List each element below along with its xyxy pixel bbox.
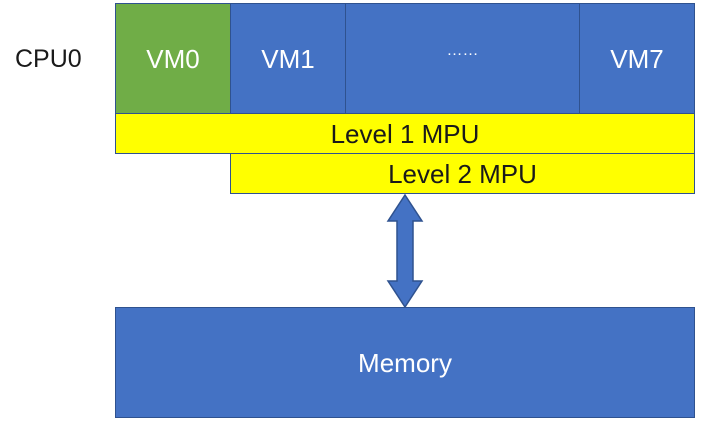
level2-mpu-label: Level 2 MPU: [388, 158, 537, 189]
level1-mpu-label: Level 1 MPU: [330, 118, 480, 149]
vm1-label: VM1: [261, 43, 315, 74]
cpu-label: CPU0: [15, 45, 82, 73]
vm7-label: VM7: [610, 43, 664, 74]
level2-mpu-box: Level 2 MPU: [230, 153, 695, 194]
level1-mpu-box: Level 1 MPU: [115, 113, 695, 154]
vm0-box: VM0: [115, 3, 231, 114]
vm7-box: VM7: [579, 3, 695, 114]
bidirectional-arrow-icon: [386, 193, 424, 309]
vm-ellipsis-label: ……: [446, 41, 479, 59]
memory-label: Memory: [358, 347, 452, 378]
memory-box: Memory: [115, 307, 695, 418]
vm1-box: VM1: [230, 3, 346, 114]
arrow-shape: [386, 193, 424, 309]
vm0-label: VM0: [146, 43, 200, 74]
vm-ellipsis-box: ……: [345, 3, 580, 114]
